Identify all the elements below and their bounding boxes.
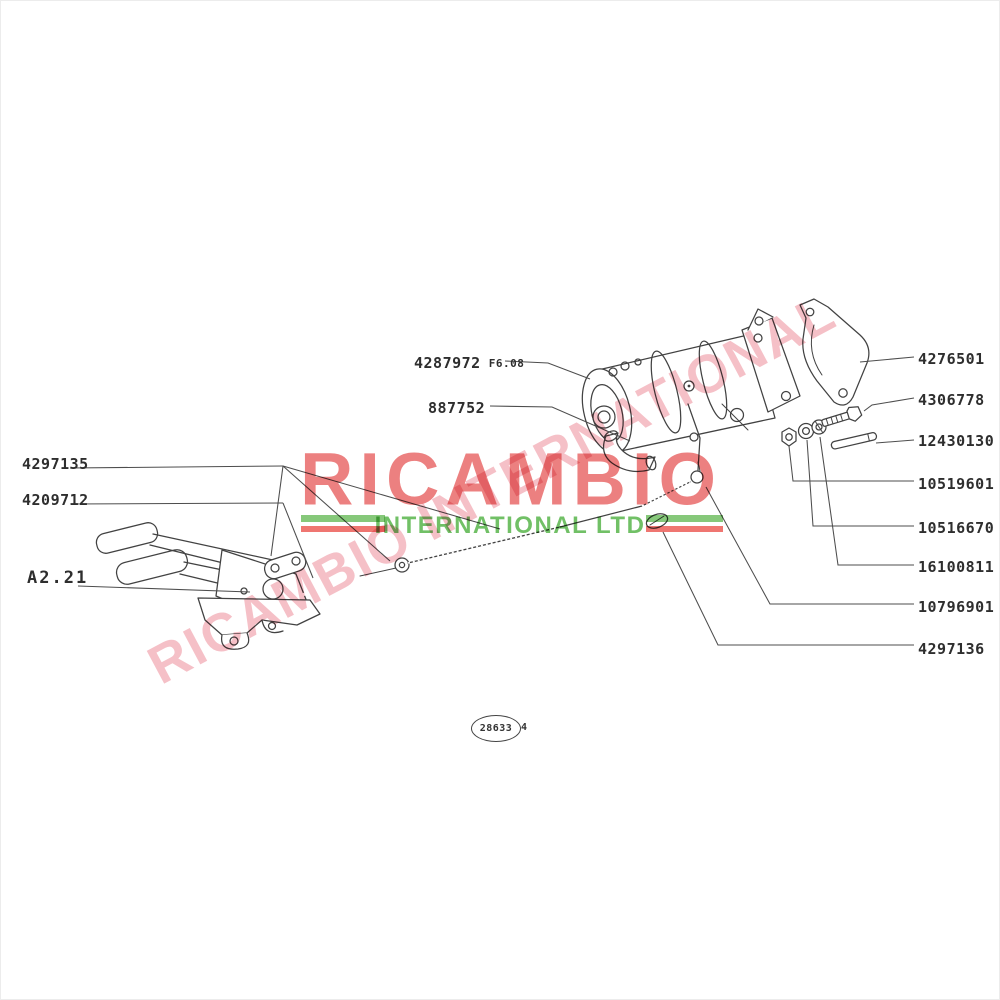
- stamp-number: 28633: [479, 723, 513, 734]
- stamp-suffix: 4: [521, 722, 528, 733]
- stamp-oval: 28633: [471, 715, 521, 742]
- pedal-assembly-drawing: [95, 522, 321, 650]
- part-number: 4297135: [22, 455, 89, 473]
- part-label-16100811: 16100811: [918, 558, 994, 576]
- part-label-4306778: 4306778: [918, 391, 985, 409]
- part-label-10796901: 10796901: [918, 598, 994, 616]
- part-label-4209712: 4209712: [22, 491, 89, 509]
- part-number: 4276501: [918, 350, 985, 368]
- part-label-10519601: 10519601: [918, 475, 994, 493]
- part-number: 4306778: [918, 391, 985, 409]
- figure-reference: A2.21: [27, 568, 89, 588]
- part-label-10516670: 10516670: [918, 519, 994, 537]
- part-label-4297136: 4297136: [918, 640, 985, 658]
- part-label-4276501: 4276501: [918, 350, 985, 368]
- part-label-4297135: 4297135: [22, 455, 89, 473]
- cable-clevis-drawing: [263, 551, 361, 597]
- part-number: 12430130: [918, 432, 995, 450]
- part-number: 10516670: [918, 519, 995, 537]
- part-number: 4297136: [918, 640, 985, 658]
- part-number: 4287972: [414, 354, 481, 372]
- leader-lines: [69, 356, 915, 646]
- part-number: 10519601: [918, 475, 995, 493]
- figure-reference-label: A2.21: [27, 568, 88, 588]
- hardware-drawing: [781, 406, 878, 450]
- support-plate-drawing: [799, 298, 870, 406]
- starter-motor-drawing: [581, 308, 801, 473]
- part-number: 10796901: [918, 598, 995, 616]
- part-number: 4209712: [22, 491, 89, 509]
- part-number: 887752: [428, 399, 486, 417]
- part-number: 16100811: [918, 558, 995, 576]
- part-label-887752: 887752: [428, 399, 485, 417]
- part-label-4287972: 4287972 F6.08: [414, 354, 524, 372]
- part-label-12430130: 12430130: [918, 432, 994, 450]
- throttle-cable-drawing: [359, 461, 704, 577]
- part-note: F6.08: [488, 357, 525, 370]
- drawing-number-stamp: 28633 4: [471, 715, 527, 742]
